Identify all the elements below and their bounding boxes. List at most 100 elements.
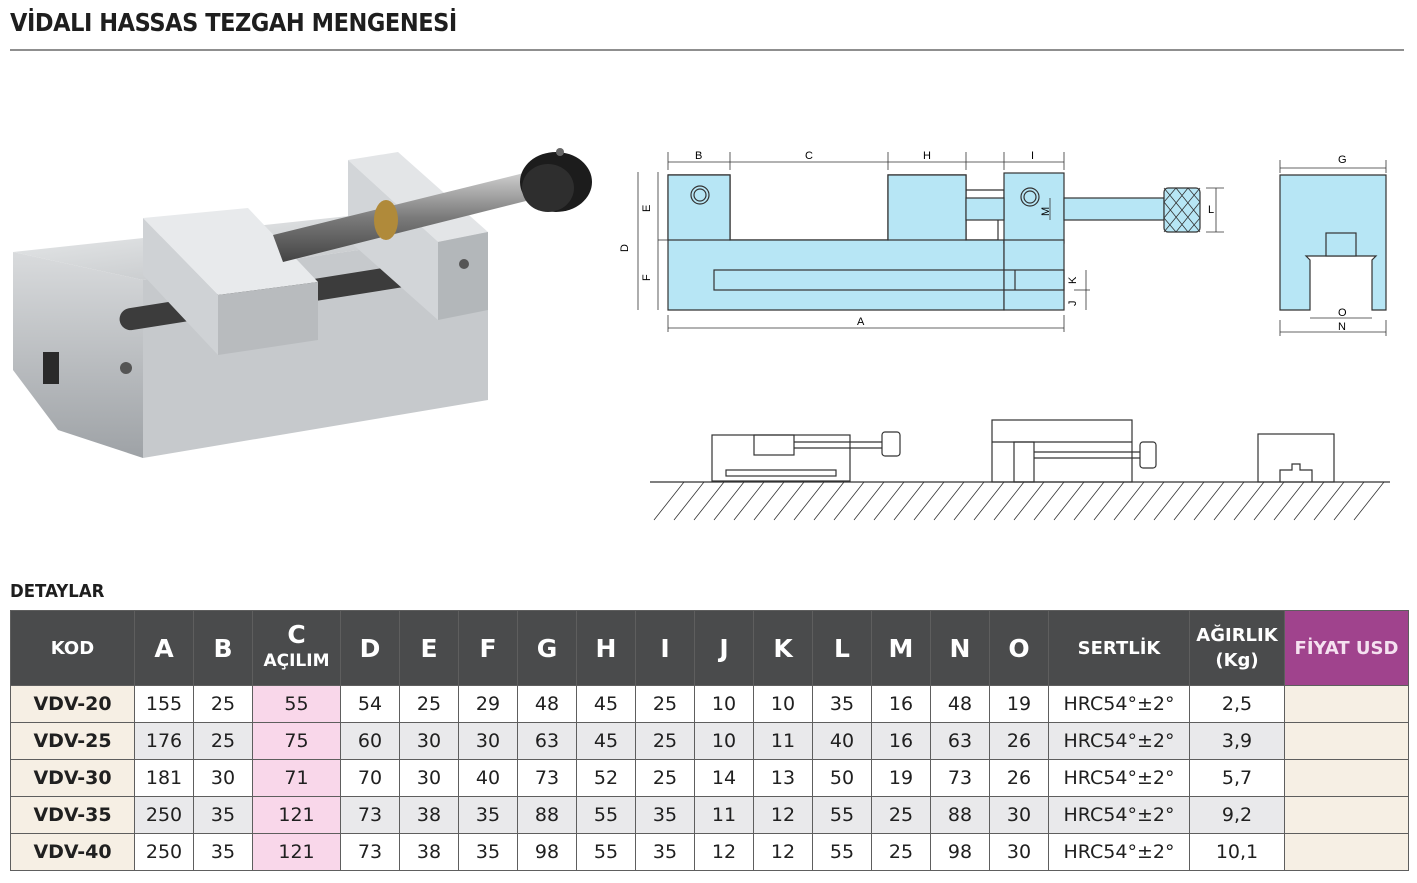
cell-f: 35 bbox=[458, 796, 518, 834]
header-agirlik: AĞIRLIK (Kg) bbox=[1189, 610, 1285, 686]
cell-l: 55 bbox=[812, 833, 872, 871]
cell-e: 30 bbox=[399, 759, 459, 797]
cell-o: 19 bbox=[989, 685, 1049, 723]
cell-sertlik: HRC54°±2° bbox=[1048, 796, 1190, 834]
header-kod: KOD bbox=[10, 610, 135, 686]
cell-n: 73 bbox=[930, 759, 990, 797]
cell-c: 121 bbox=[252, 833, 341, 871]
cell-d: 73 bbox=[340, 833, 400, 871]
cell-o: 30 bbox=[989, 796, 1049, 834]
header-a: A bbox=[134, 610, 194, 686]
cell-kod: VDV-30 bbox=[10, 759, 135, 797]
dim-label-e: E bbox=[641, 205, 653, 212]
cell-b: 35 bbox=[193, 796, 253, 834]
cell-i: 35 bbox=[635, 796, 695, 834]
header-c-sub: AÇILIM bbox=[263, 651, 330, 671]
cell-a: 250 bbox=[134, 833, 194, 871]
cell-h: 55 bbox=[576, 833, 636, 871]
cell-l: 40 bbox=[812, 722, 872, 760]
cell-agirlik: 9,2 bbox=[1189, 796, 1285, 834]
cell-e: 38 bbox=[399, 833, 459, 871]
cell-m: 25 bbox=[871, 833, 931, 871]
cell-sertlik: HRC54°±2° bbox=[1048, 685, 1190, 723]
header-agirlik-label: AĞIRLIK bbox=[1196, 625, 1278, 646]
cell-k: 10 bbox=[753, 685, 813, 723]
cell-o: 26 bbox=[989, 759, 1049, 797]
cell-d: 54 bbox=[340, 685, 400, 723]
dim-label-a: A bbox=[857, 316, 865, 328]
header-j: J bbox=[694, 610, 754, 686]
dim-label-k: K bbox=[1067, 276, 1079, 284]
cell-f: 29 bbox=[458, 685, 518, 723]
cell-o: 30 bbox=[989, 833, 1049, 871]
cell-a: 155 bbox=[134, 685, 194, 723]
cell-b: 25 bbox=[193, 722, 253, 760]
cell-j: 14 bbox=[694, 759, 754, 797]
dim-label-h: H bbox=[923, 150, 931, 162]
technical-drawing: B C H I A D E F K J M L G O N bbox=[620, 150, 1390, 521]
header-e: E bbox=[399, 610, 459, 686]
cell-kod: VDV-40 bbox=[10, 833, 135, 871]
cell-m: 19 bbox=[871, 759, 931, 797]
cell-j: 11 bbox=[694, 796, 754, 834]
dim-label-j: J bbox=[1067, 301, 1079, 307]
cell-agirlik: 3,9 bbox=[1189, 722, 1285, 760]
dim-label-n: N bbox=[1338, 321, 1346, 333]
cell-kod: VDV-25 bbox=[10, 722, 135, 760]
mounting-sketch bbox=[650, 419, 1390, 483]
ground-hatch bbox=[653, 481, 1385, 521]
dim-label-g: G bbox=[1338, 154, 1347, 166]
cell-h: 55 bbox=[576, 796, 636, 834]
header-c-letter: C bbox=[287, 620, 306, 649]
section-label-details: DETAYLAR bbox=[10, 581, 105, 602]
cell-g: 48 bbox=[517, 685, 577, 723]
dim-label-b: B bbox=[695, 150, 702, 162]
cell-k: 11 bbox=[753, 722, 813, 760]
header-o: O bbox=[989, 610, 1049, 686]
header-i: I bbox=[635, 610, 695, 686]
cell-h: 45 bbox=[576, 685, 636, 723]
dimension-lines bbox=[637, 152, 1224, 332]
cell-m: 16 bbox=[871, 685, 931, 723]
cell-agirlik: 2,5 bbox=[1189, 685, 1285, 723]
cell-c: 75 bbox=[252, 722, 341, 760]
specs-table: KOD A B C AÇILIM D E F G H I J K L M N O… bbox=[10, 610, 1409, 871]
cell-j: 10 bbox=[694, 722, 754, 760]
cell-m: 16 bbox=[871, 722, 931, 760]
dim-label-f: F bbox=[641, 274, 653, 281]
dim-label-l: L bbox=[1208, 204, 1214, 216]
cell-l: 35 bbox=[812, 685, 872, 723]
cell-n: 63 bbox=[930, 722, 990, 760]
cell-g: 88 bbox=[517, 796, 577, 834]
header-sertlik: SERTLİK bbox=[1048, 610, 1190, 686]
cell-c: 121 bbox=[252, 796, 341, 834]
cell-n: 98 bbox=[930, 833, 990, 871]
product-photo bbox=[13, 148, 592, 458]
cell-a: 181 bbox=[134, 759, 194, 797]
cell-m: 25 bbox=[871, 796, 931, 834]
cell-g: 98 bbox=[517, 833, 577, 871]
header-agirlik-unit: (Kg) bbox=[1215, 650, 1259, 671]
cell-n: 88 bbox=[930, 796, 990, 834]
header-c: C AÇILIM bbox=[252, 610, 341, 686]
cell-fiyat bbox=[1284, 833, 1409, 871]
cell-fiyat bbox=[1284, 796, 1409, 834]
cell-j: 12 bbox=[694, 833, 754, 871]
cell-e: 30 bbox=[399, 722, 459, 760]
cell-sertlik: HRC54°±2° bbox=[1048, 833, 1190, 871]
header-l: L bbox=[812, 610, 872, 686]
header-h: H bbox=[576, 610, 636, 686]
title-divider bbox=[10, 49, 1404, 51]
cell-c: 71 bbox=[252, 759, 341, 797]
cell-agirlik: 10,1 bbox=[1189, 833, 1285, 871]
cell-j: 10 bbox=[694, 685, 754, 723]
dim-label-o: O bbox=[1338, 307, 1347, 319]
cell-k: 12 bbox=[753, 833, 813, 871]
header-fiyat-usd: FİYAT USD bbox=[1284, 610, 1409, 686]
cell-kod: VDV-20 bbox=[10, 685, 135, 723]
cell-a: 176 bbox=[134, 722, 194, 760]
